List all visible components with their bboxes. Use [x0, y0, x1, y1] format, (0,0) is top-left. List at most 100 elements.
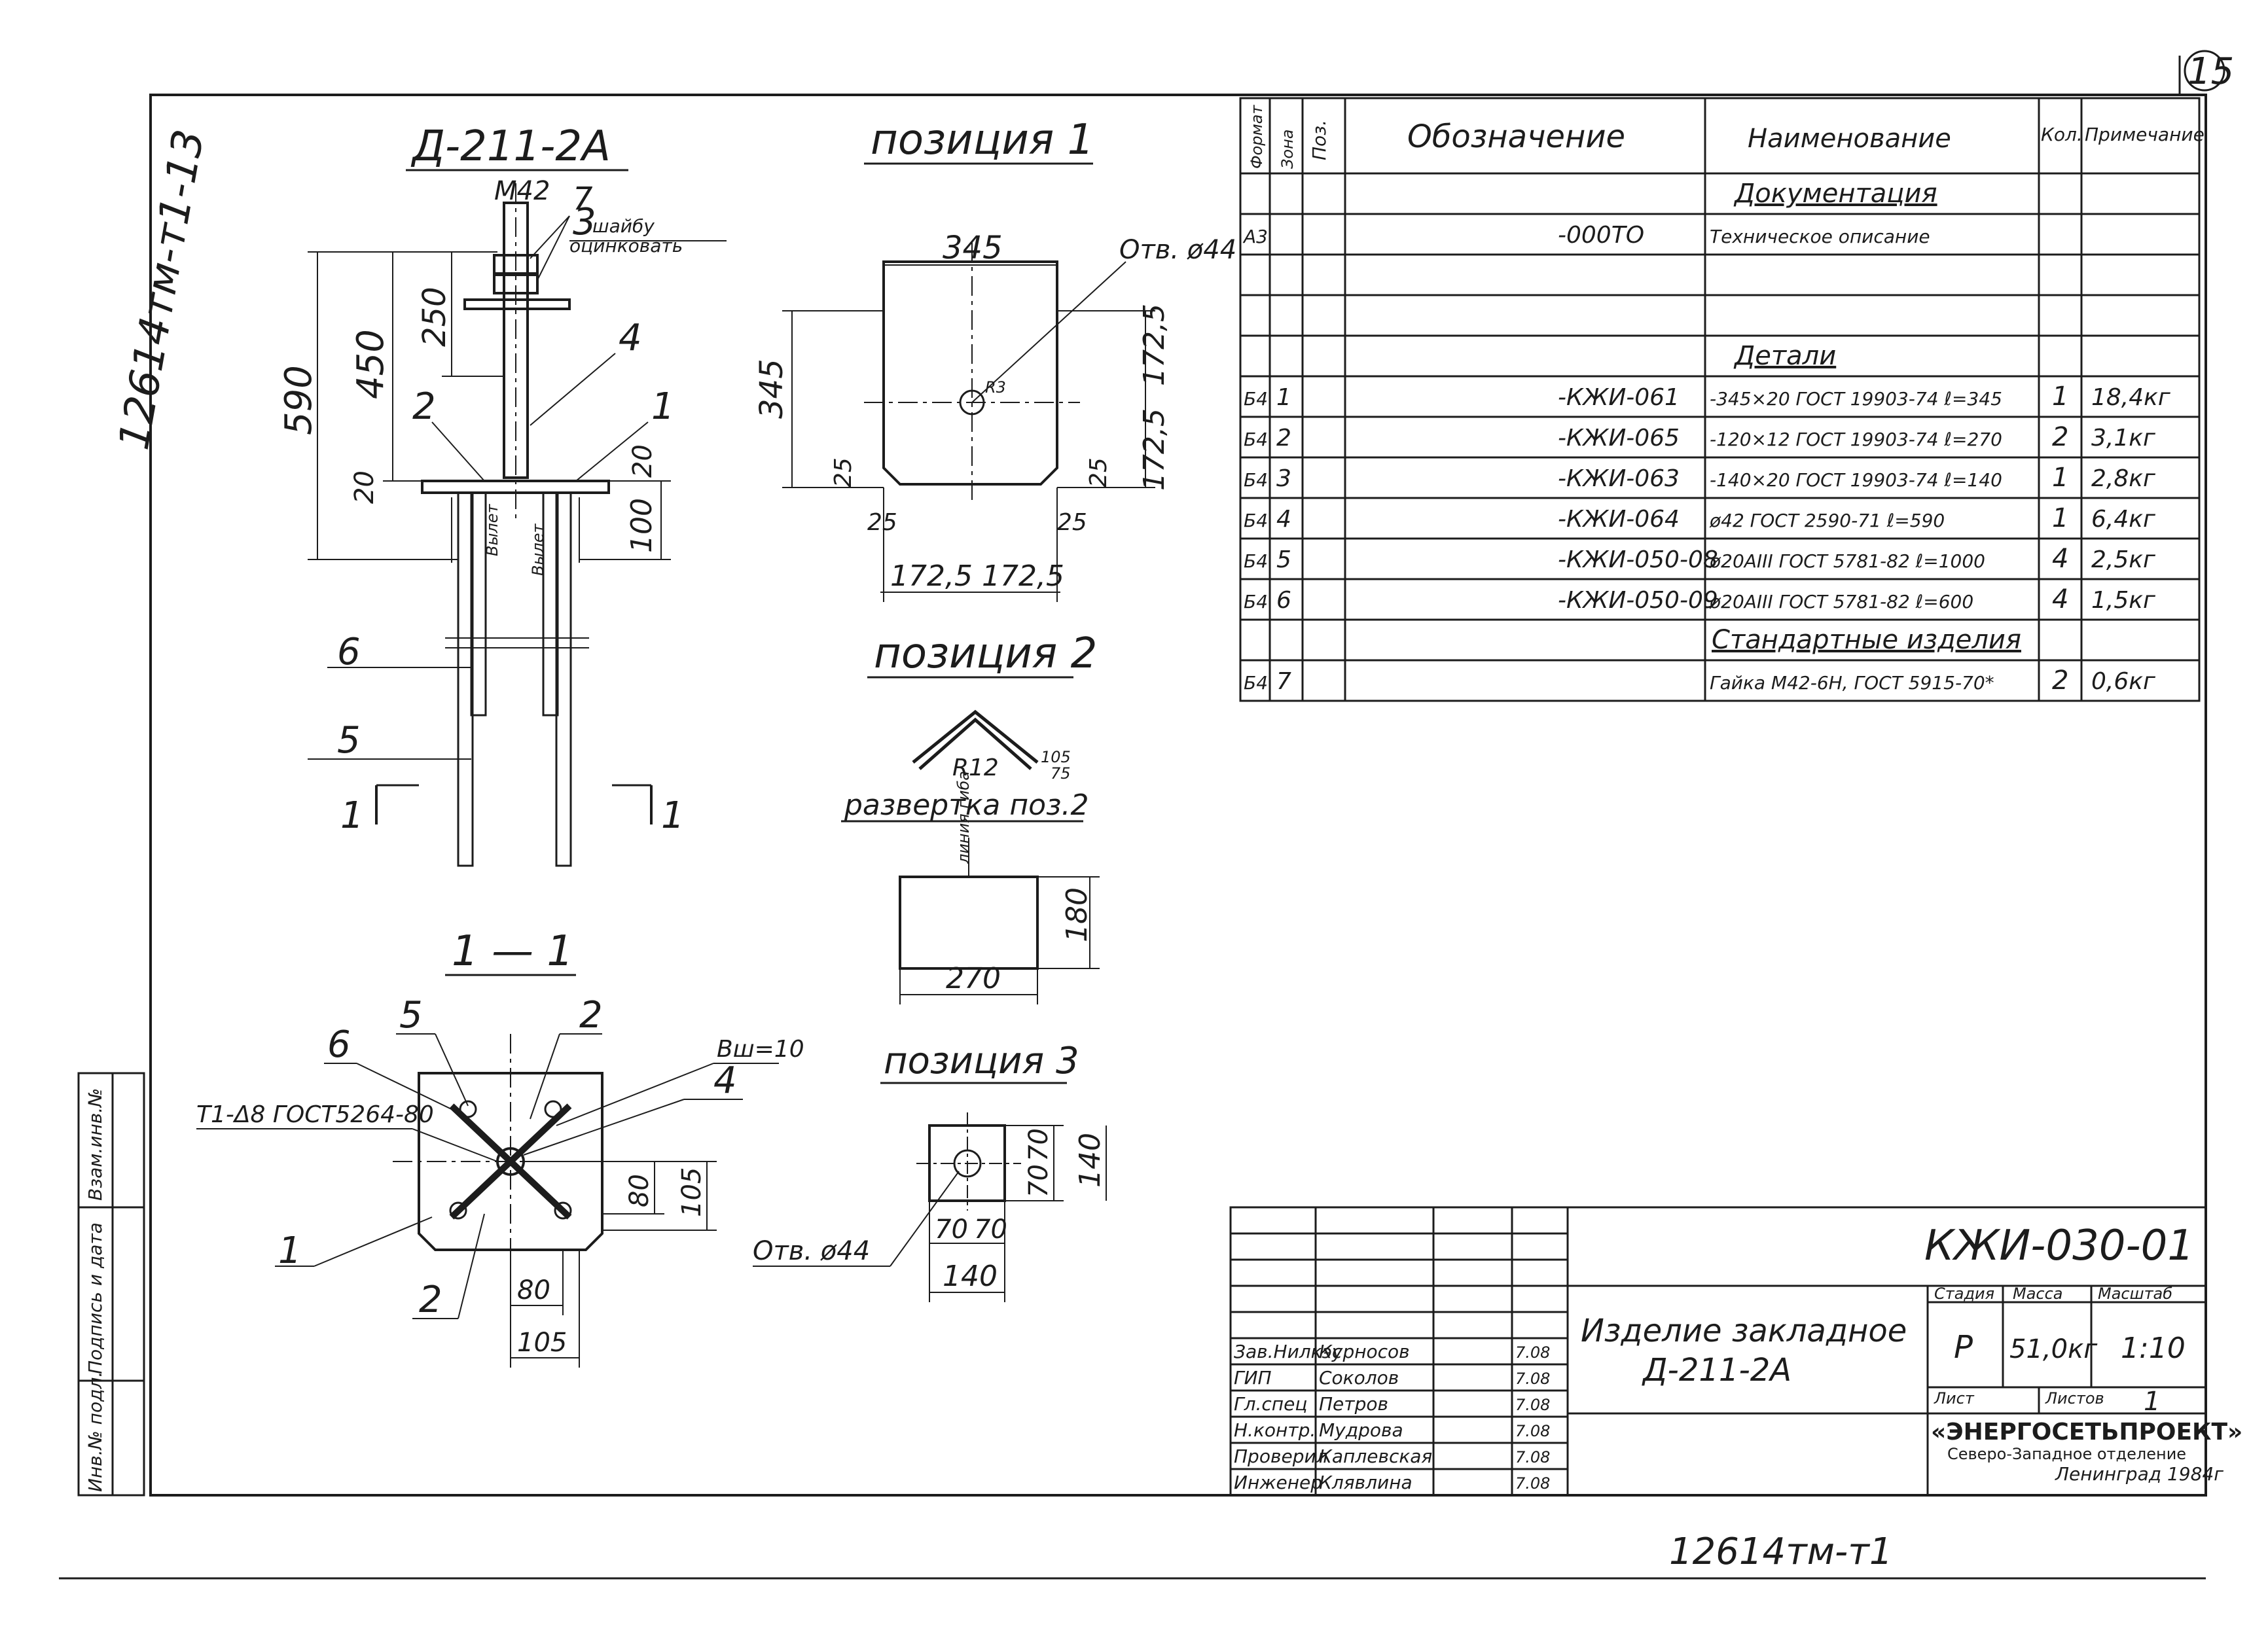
pos2-development: развертка поз.2	[844, 789, 1089, 822]
spec-cell-r9-c1: 5	[1276, 546, 1291, 573]
spec-cell-r7-c1: 3	[1276, 465, 1291, 492]
left-strip	[77, 1072, 145, 1497]
pos3-title: позиция 3	[884, 1040, 1079, 1082]
staff-date-0: 7.08	[1515, 1343, 1550, 1362]
spec-cell-r9-c5: 4	[2052, 544, 2068, 574]
tb-code: КЖИ-030-01	[1924, 1222, 2194, 1270]
strip-sign-date: Подпись и дата	[84, 1222, 106, 1374]
tb-city: Ленинград 1984г	[2055, 1463, 2223, 1485]
spec-cell-r12-c5: 2	[2052, 665, 2068, 696]
sheet-frame	[59, 56, 2207, 1580]
pos3-d70a: 70	[1024, 1128, 1054, 1161]
section-mark-right: 1	[661, 794, 685, 837]
washer-label: шайбу	[592, 215, 655, 237]
position-3: позиция 3 70 70 140 70 70 140 Отв. ø44	[753, 1040, 1107, 1302]
pos1-c25a: 25	[830, 457, 857, 488]
pos2-d105: 105	[1041, 748, 1071, 766]
staff-name-5: Клявлина	[1319, 1472, 1413, 1493]
spec-cell-r11-c4: Стандартные изделия	[1712, 625, 2021, 655]
tb-mass-label: Масса	[2013, 1285, 2063, 1303]
spec-cell-r5-c3: -КЖИ-061	[1558, 384, 1680, 411]
spec-cell-r1-c3: -000ТО	[1558, 222, 1644, 249]
weld-label-b: Вылет	[529, 523, 547, 576]
pos1-hole: Отв. ø44	[1119, 235, 1236, 265]
spec-cell-r8-c1: 4	[1276, 506, 1291, 533]
section-title: 1 — 1	[452, 927, 573, 976]
spec-cell-r9-c6: 2,5кг	[2091, 546, 2156, 573]
spec-cell-r9-c0: Б4	[1244, 550, 1268, 572]
spec-cell-r5-c5: 1	[2052, 381, 2068, 412]
spec-cell-r8-c6: 6,4кг	[2091, 506, 2156, 533]
spec-cell-r5-c6: 18,4кг	[2091, 384, 2171, 411]
spec-cell-r6-c5: 2	[2052, 422, 2068, 452]
pos1-b172b: 172,5	[982, 559, 1064, 593]
dim-590: 590	[278, 365, 320, 435]
staff-role-0: Зав.Нилкэс	[1234, 1341, 1342, 1362]
section-mark-left: 1	[340, 794, 364, 837]
main-view: Д-211-2А М42 7 3 шайбу оцинковать Вылет …	[278, 122, 727, 867]
staff-role-4: Проверил	[1234, 1445, 1328, 1467]
strip-inv-number: Инв.№ подл.	[84, 1372, 106, 1492]
tb-name-2: Д-211-2А	[1642, 1352, 1791, 1389]
spec-cell-r6-c6: 3,1кг	[2091, 425, 2156, 452]
section-d105b: 105	[517, 1328, 567, 1358]
staff-name-4: Каплевская	[1319, 1445, 1432, 1467]
section-d80a: 80	[624, 1174, 655, 1207]
staff-name-0: Курносов	[1319, 1341, 1410, 1362]
tb-stage-label: Стадия	[1934, 1285, 1994, 1303]
pos1-c25b: 25	[1085, 457, 1112, 488]
staff-role-1: ГИП	[1234, 1367, 1272, 1389]
spec-cell-r10-c0: Б4	[1244, 591, 1268, 612]
staff-date-5: 7.08	[1515, 1474, 1550, 1493]
spec-cell-r9-c3: -КЖИ-050-08	[1558, 546, 1718, 573]
section-p4: 4	[713, 1059, 737, 1102]
staff-role-2: Гл.спец	[1234, 1393, 1307, 1415]
staff-date-4: 7.08	[1515, 1448, 1550, 1466]
tb-name-1: Изделие закладное	[1581, 1313, 1907, 1349]
spec-cell-r0-c4: Документация	[1733, 179, 1937, 209]
spec-cell-r5-c1: 1	[1276, 384, 1291, 411]
pos3-d140b: 140	[943, 1260, 998, 1293]
spec-cell-r4-c4: Детали	[1733, 341, 1836, 371]
galvanize-label: оцинковать	[569, 235, 683, 257]
section-vsh: Вш=10	[717, 1036, 804, 1063]
spec-table-grid	[1239, 97, 2201, 702]
spec-cell-r12-c6: 0,6кг	[2091, 668, 2156, 695]
staff-role-5: Инженер	[1234, 1472, 1322, 1493]
title-block: КЖИ-030-01 Изделие закладное Д-211-2А Ст…	[1229, 1206, 2242, 1497]
position-1: позиция 1 Отв. ø44 R3 345 345 172,5 172,…	[753, 116, 1236, 602]
pos1-title: позиция 1	[871, 116, 1094, 164]
spec-cell-r7-c3: -КЖИ-063	[1558, 465, 1680, 492]
pos3-hole: Отв. ø44	[753, 1236, 870, 1266]
pos1-r3: R3	[985, 378, 1006, 397]
staff-date-1: 7.08	[1515, 1370, 1550, 1388]
spec-cell-r7-c0: Б4	[1244, 469, 1268, 491]
section-p2a: 2	[579, 994, 603, 1037]
tb-org: «ЭНЕРГОСЕТЬПРОЕКТ»	[1931, 1419, 2242, 1445]
tb-mass: 51,0кг	[2009, 1334, 2098, 1364]
pos2-d75: 75	[1051, 764, 1071, 783]
pos3-d140a: 140	[1073, 1133, 1107, 1188]
pos2-r12: R12	[952, 754, 999, 781]
spec-cell-r10-c5: 4	[2052, 584, 2068, 614]
spec-cell-r6-c1: 2	[1276, 425, 1291, 452]
tb-org-sub: Северо-Западное отделение	[1947, 1445, 2186, 1463]
dim-100: 100	[625, 498, 658, 553]
main-pos5: 5	[337, 719, 361, 762]
spec-cell-r10-c1: 6	[1276, 587, 1291, 614]
dim-20-left: 20	[350, 470, 380, 504]
pos1-h345: 345	[753, 359, 790, 419]
spec-cell-r12-c1: 7	[1276, 668, 1291, 695]
dim-450: 450	[350, 329, 392, 399]
spec-cell-r7-c5: 1	[2052, 463, 2068, 493]
section-weld: Т1-Δ8 ГОСТ5264-80	[196, 1101, 434, 1128]
spec-header-2: Поз.	[1308, 120, 1330, 160]
weld-label-a: Вылет	[483, 503, 501, 556]
washer-number: 3	[573, 201, 596, 243]
spec-cell-r5-c0: Б4	[1244, 388, 1268, 410]
section-d80b: 80	[517, 1275, 550, 1305]
main-pos2: 2	[412, 385, 436, 428]
spec-cell-r7-c4: -140×20 ГОСТ 19903-74 ℓ=140	[1710, 469, 2002, 491]
